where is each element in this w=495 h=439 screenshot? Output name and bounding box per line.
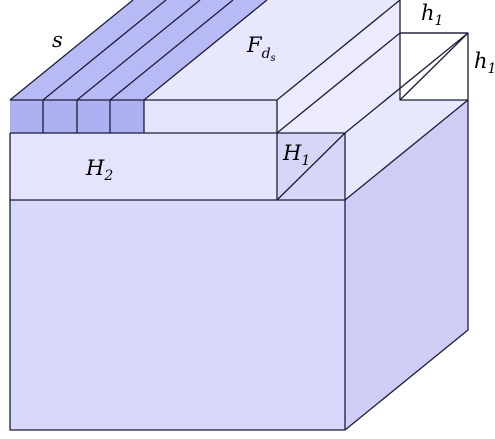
label-H2-sub: 2 — [103, 168, 113, 184]
label-F-subsub: s — [271, 53, 276, 64]
label-s: s — [52, 28, 63, 52]
slab-front-face — [10, 133, 277, 200]
label-F-sub: d — [262, 46, 271, 62]
label-H1-main: H — [282, 141, 302, 165]
h1-block-top — [277, 0, 400, 133]
strip-front-3 — [77, 100, 110, 133]
label-h1-top-sub: 1 — [435, 13, 444, 29]
cube-front-face — [10, 200, 345, 430]
strip-divider-2 — [76, 0, 201, 101]
strip-front-4 — [110, 100, 144, 133]
label-h1-right-main: h — [474, 49, 488, 73]
outline-lines — [9, 0, 469, 431]
strip-top-2 — [43, 0, 200, 100]
rear-box-diagonal — [399, 32, 469, 101]
cube-side-top-edge — [344, 99, 469, 201]
strip-top-4 — [110, 0, 267, 100]
strip-top-1 — [10, 0, 166, 100]
strip-front-2 — [43, 100, 77, 133]
strip-top-3 — [77, 0, 233, 100]
top-face-right-edge — [276, 0, 401, 101]
h1-diagonal — [276, 132, 346, 201]
label-h1-top-main: h — [421, 1, 435, 25]
top-face-left-edge — [9, 0, 134, 101]
label-F-ds: Fds — [246, 33, 276, 64]
strip-divider-3 — [109, 0, 234, 101]
strip-divider-4 — [143, 0, 268, 101]
strip-divider-1 — [42, 0, 167, 101]
label-h1-top: h1 — [421, 1, 443, 29]
label-F-main: F — [246, 33, 263, 57]
cube-side-face — [345, 100, 468, 430]
h1-mid-edge — [276, 32, 401, 134]
label-h1-right-sub: 1 — [488, 61, 495, 77]
label-H1: H1 — [282, 141, 310, 169]
label-H2: H2 — [85, 156, 113, 184]
label-H1-sub: 1 — [301, 153, 310, 169]
label-h1-right: h1 — [474, 49, 495, 77]
label-H2-main: H — [85, 156, 105, 180]
h1-top-back-edge — [344, 32, 469, 134]
strip-front-1 — [10, 100, 43, 133]
